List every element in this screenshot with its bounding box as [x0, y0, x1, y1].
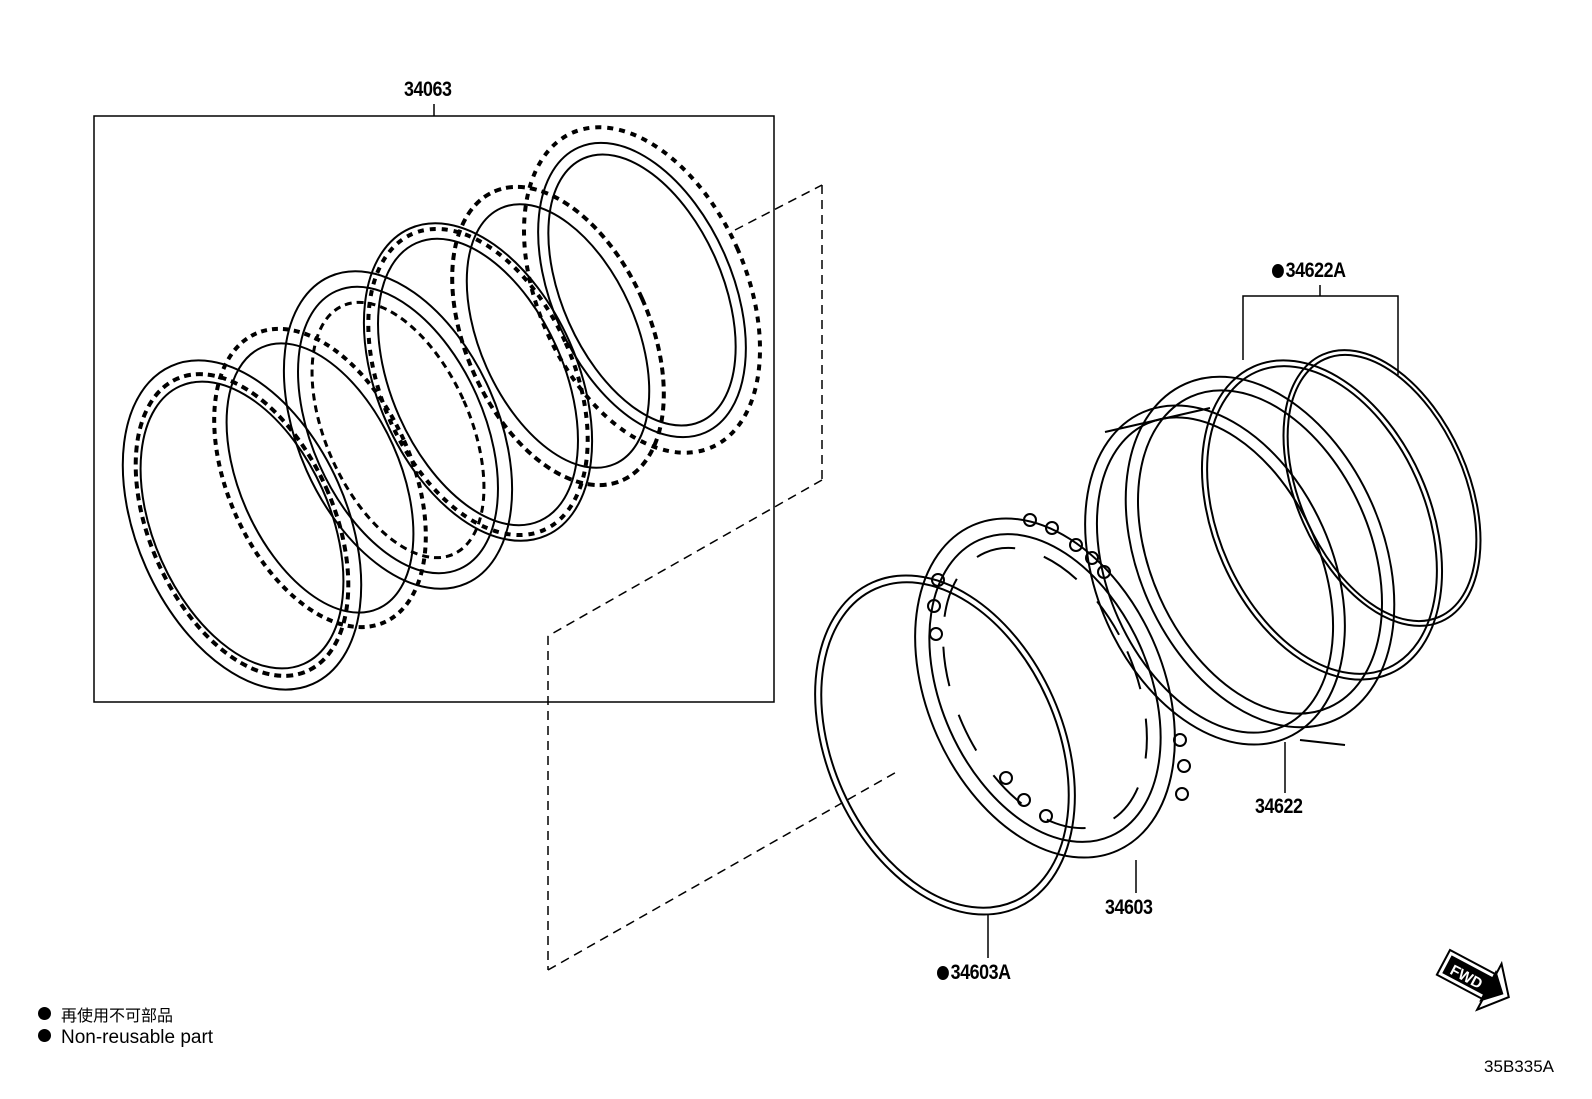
label-34603A-text: 34603A — [950, 961, 1011, 984]
label-kit: 34063 — [404, 78, 452, 101]
legend-en: Non-reusable part — [38, 1027, 213, 1049]
label-34622A-text: 34622A — [1285, 259, 1346, 282]
legend-en-text: Non-reusable part — [61, 1027, 214, 1048]
clutch-plate-3 — [282, 270, 514, 590]
clutch-plate-6 — [522, 125, 762, 455]
non-reusable-marker-icon — [1272, 264, 1284, 279]
legend-dot-icon — [38, 1029, 51, 1043]
label-34603A: 34603A — [937, 961, 1011, 985]
leader-lines — [987, 285, 1399, 958]
clutch-plates — [121, 125, 762, 691]
clutch-plate-4 — [362, 222, 594, 542]
label-34622: 34622 — [1255, 795, 1303, 818]
plate-34603 — [914, 517, 1176, 859]
clutch-plate-1 — [121, 359, 363, 691]
label-34603: 34603 — [1105, 896, 1153, 919]
legend-jp: 再使用不可部品 — [38, 1002, 173, 1027]
clutch-plate-5 — [450, 184, 666, 488]
seal-rings-34622A — [1200, 349, 1482, 681]
seal-ring-34603A — [814, 574, 1076, 916]
fwd-arrow-icon: FWD — [1435, 948, 1510, 1012]
legend-jp-text: 再使用不可部品 — [61, 1006, 174, 1025]
dashed-projection — [547, 184, 901, 971]
diagram-code: 35B335A — [1484, 1057, 1554, 1076]
studs — [927, 513, 1191, 823]
label-34622A: 34622A — [1272, 259, 1346, 283]
legend-dot-icon — [38, 1007, 51, 1021]
non-reusable-marker-icon — [937, 966, 949, 981]
kit-box — [93, 115, 775, 703]
